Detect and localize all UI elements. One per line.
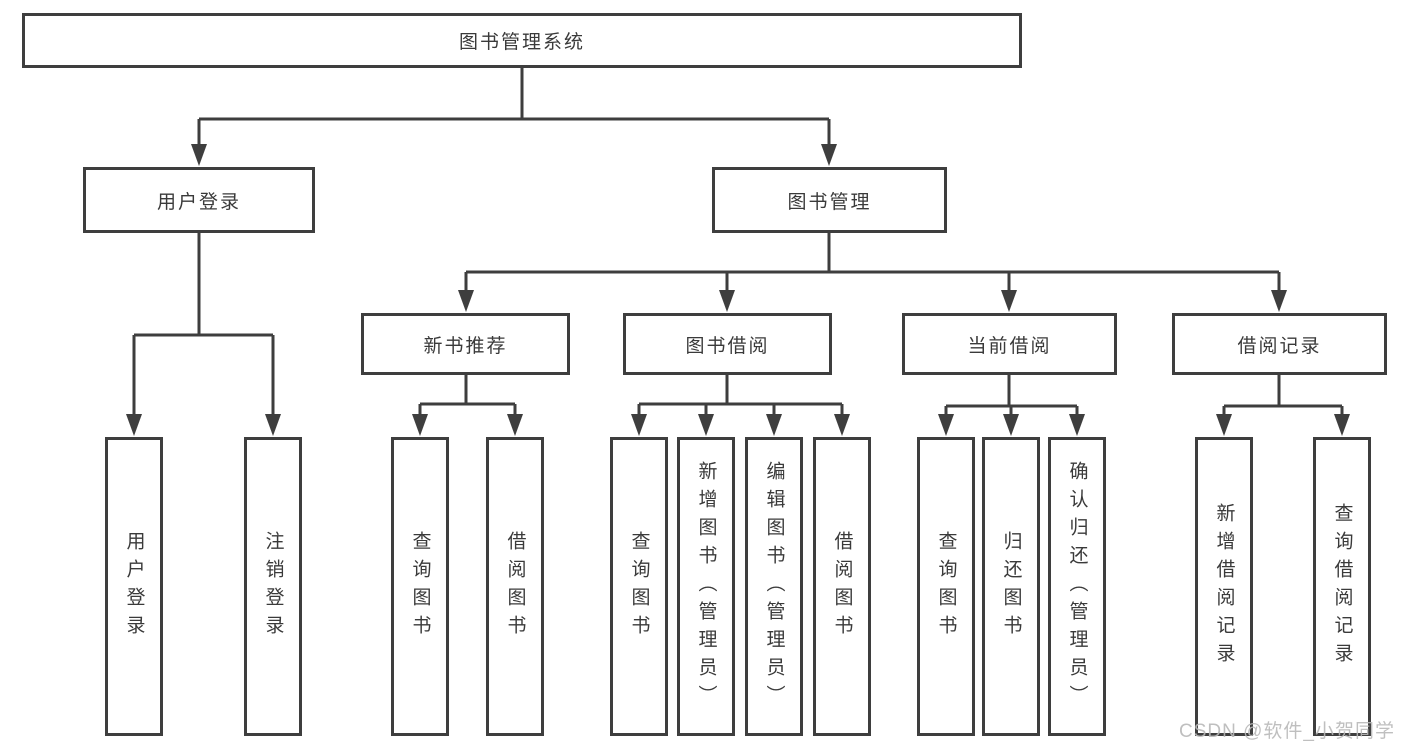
leaf-confirm-return-admin: 确认归还（管理员）	[1048, 437, 1106, 736]
leaf-query-books-current: 查询图书	[917, 437, 975, 736]
leaf-edit-books-admin: 编辑图书（管理员）	[745, 437, 803, 736]
leaf-add-books-admin: 新增图书（管理员）	[677, 437, 735, 736]
node-book-management: 图书管理	[712, 167, 947, 233]
leaf-user-login: 用户登录	[105, 437, 163, 736]
csdn-watermark: CSDN @软件_小贺同学	[1179, 721, 1395, 742]
node-user-login: 用户登录	[83, 167, 315, 233]
leaf-query-books-borrow: 查询图书	[610, 437, 668, 736]
leaf-query-borrow-record: 查询借阅记录	[1313, 437, 1371, 736]
leaf-borrow-books: 借阅图书	[813, 437, 871, 736]
node-current-borrowing: 当前借阅	[902, 313, 1117, 375]
arrowhead-icons	[126, 144, 1350, 436]
leaf-borrow-books-recommend: 借阅图书	[486, 437, 544, 736]
leaf-logout: 注销登录	[244, 437, 302, 736]
node-library-management-system: 图书管理系统	[22, 13, 1022, 68]
node-borrowing-records: 借阅记录	[1172, 313, 1387, 375]
leaf-return-books: 归还图书	[982, 437, 1040, 736]
leaf-add-borrow-record: 新增借阅记录	[1195, 437, 1253, 736]
node-new-book-recommendation: 新书推荐	[361, 313, 570, 375]
node-book-borrowing: 图书借阅	[623, 313, 832, 375]
leaf-query-books-recommend: 查询图书	[391, 437, 449, 736]
